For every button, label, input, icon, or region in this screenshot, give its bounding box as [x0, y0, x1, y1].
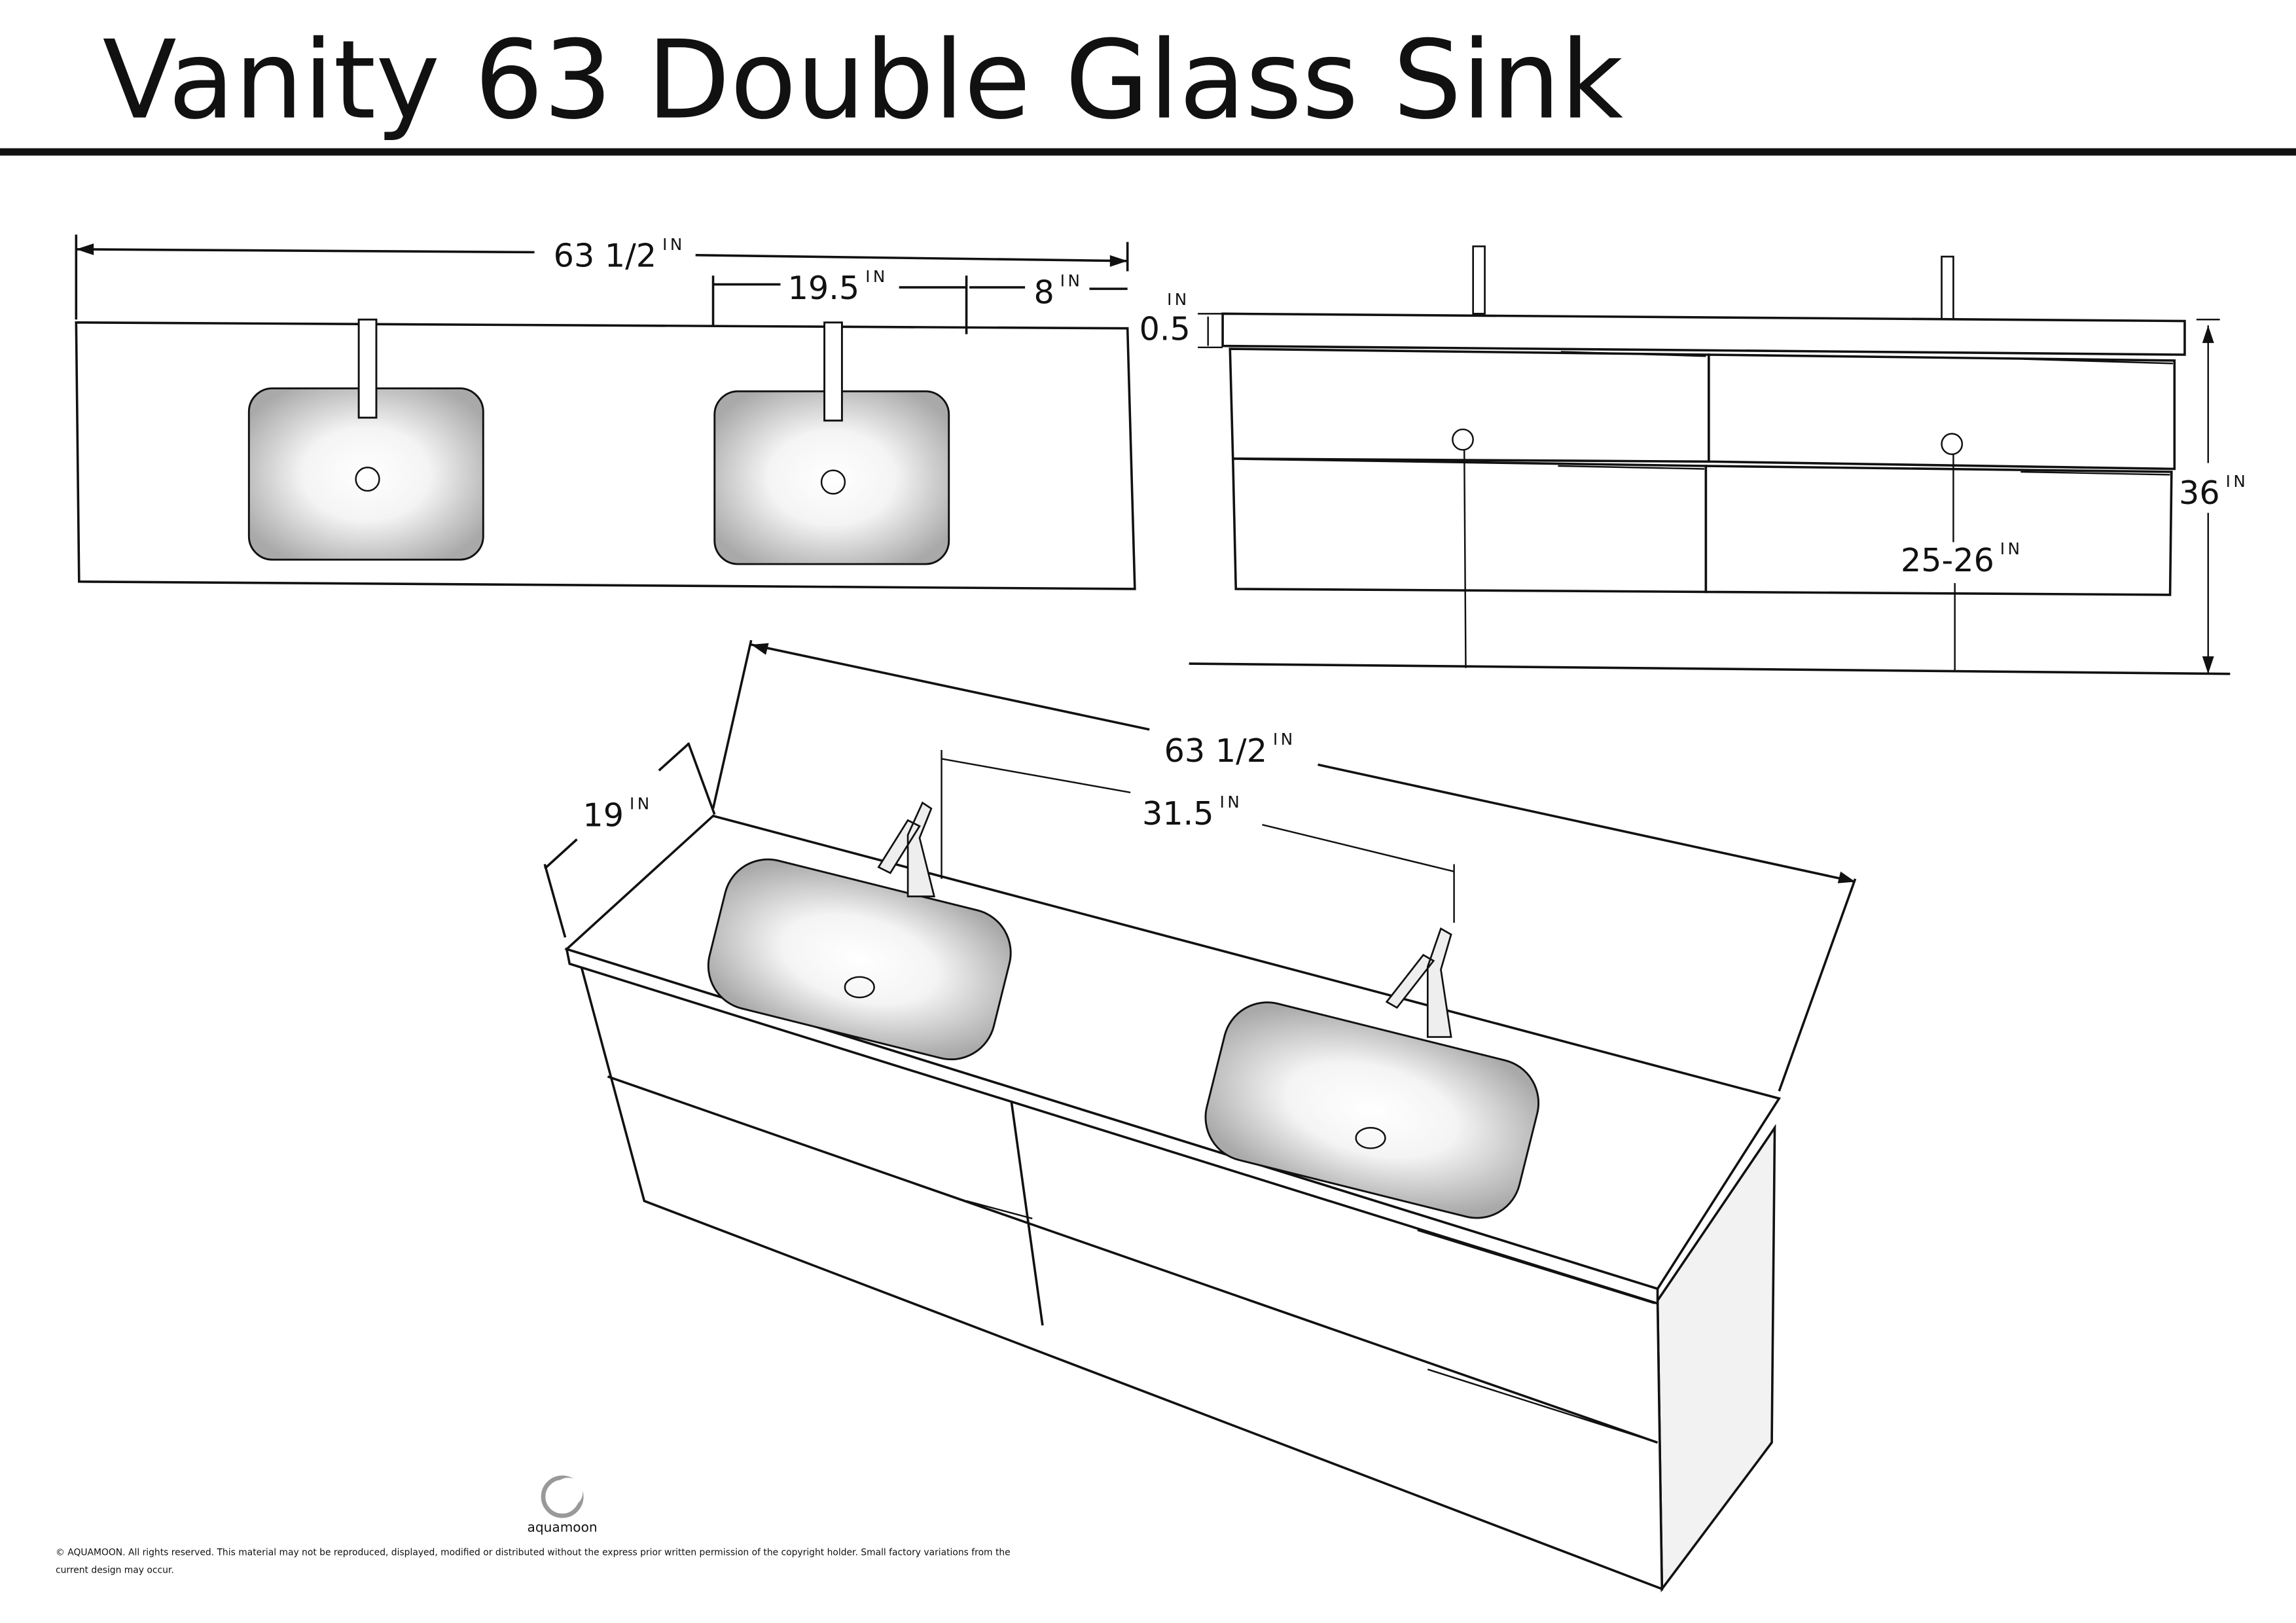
- drain-icon: [355, 467, 380, 492]
- copyright-text-line2: current design may occur.: [56, 1565, 174, 1575]
- drain-icon: [1452, 428, 1474, 451]
- dimension-side-offset: 8: [1033, 274, 1054, 312]
- dimension-faucet-spacing: 31.5: [1142, 794, 1214, 832]
- top-view-countertop: [75, 321, 1136, 590]
- dimension-overall-width: 63 1/2: [1164, 732, 1267, 770]
- unit-label: IN: [2226, 472, 2249, 491]
- sink-left: [707, 858, 1012, 1061]
- faucet-icon: [1472, 245, 1486, 315]
- drain-icon: [844, 976, 875, 999]
- dimension-line: [2196, 319, 2220, 674]
- unit-label: IN: [1273, 730, 1296, 749]
- unit-label: IN: [2000, 539, 2023, 558]
- dimension-line: [75, 234, 1129, 320]
- dimension-drain-height: 25-26: [1901, 541, 1994, 579]
- dimension-total-height: 36: [2179, 474, 2220, 512]
- dimension-line: [711, 276, 1128, 334]
- logo-text: aquamoon: [528, 1520, 598, 1535]
- front-view: 36 IN 25-26 IN 0.5 IN: [1139, 245, 2249, 675]
- unit-label: IN: [865, 267, 888, 286]
- unit-label: IN: [662, 235, 685, 254]
- dimension-top-thickness: 0.5: [1139, 310, 1191, 348]
- drawer-lower-right: [1704, 465, 2173, 596]
- drain-icon: [1355, 1127, 1386, 1149]
- unit-label: IN: [1220, 793, 1243, 812]
- copyright-text: © AQUAMOON. All rights reserved. This ma…: [56, 1548, 1011, 1558]
- unit-label: IN: [1060, 272, 1083, 291]
- perspective-view: 63 1/2 IN 31.5 IN 19 IN: [543, 639, 1857, 1593]
- faucet-icon: [823, 321, 843, 422]
- faucet-icon: [357, 318, 378, 419]
- title-rule: [0, 148, 2296, 156]
- unit-label: IN: [1167, 290, 1190, 309]
- dimension-depth: 19: [583, 796, 624, 834]
- brand-logo: aquamoon: [528, 1475, 598, 1535]
- dimension-line: [1198, 313, 1223, 349]
- top-view: 63 1/2 IN 19.5 IN 8 IN: [75, 234, 1136, 590]
- faucet-icon: [877, 801, 936, 898]
- dimension-overall-width: 63 1/2: [554, 237, 656, 275]
- drain-icon: [1941, 433, 1964, 455]
- drawer-upper-right: [1708, 353, 2176, 471]
- faucet-icon: [1385, 927, 1452, 1038]
- drain-icon: [820, 469, 846, 495]
- drawer-lower-left: [1231, 457, 1708, 594]
- drawer-split: [607, 1075, 1659, 1444]
- unit-label: IN: [630, 794, 653, 813]
- dimension-sink-width: 19.5: [788, 269, 860, 307]
- faucet-icon: [1941, 255, 1954, 322]
- dimension-line: [711, 639, 1857, 1092]
- drawer-upper-left: [1229, 348, 1710, 463]
- sink-right: [1204, 1001, 1540, 1219]
- drawer-split: [1009, 1094, 1044, 1326]
- countertop: [1221, 312, 2186, 356]
- floor-line: [1189, 662, 2231, 675]
- page-title: Vanity 63 Double Glass Sink: [103, 18, 1624, 144]
